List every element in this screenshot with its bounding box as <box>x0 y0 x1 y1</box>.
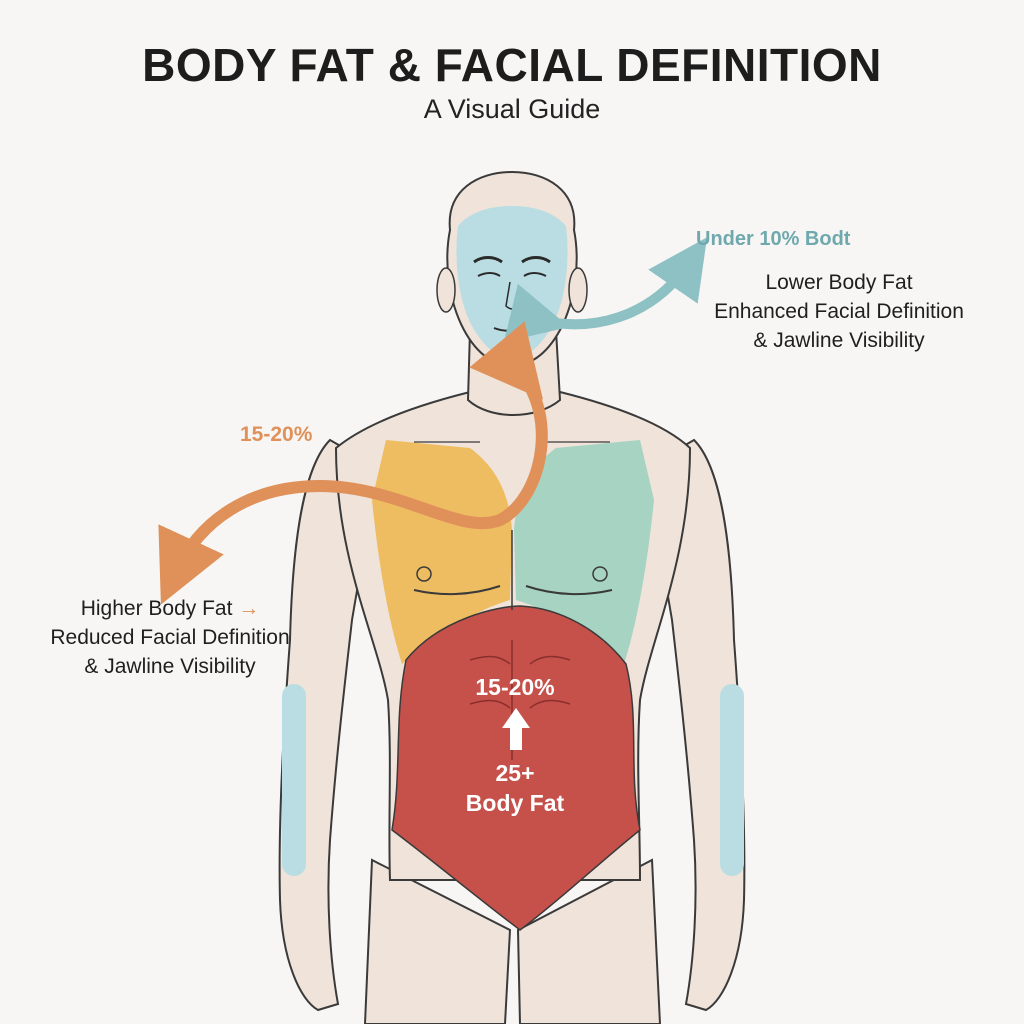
right-arrow-icon: → <box>238 597 260 620</box>
page-subtitle: A Visual Guide <box>423 94 601 124</box>
left-ear <box>436 267 456 313</box>
belly-body-fat-label: 25+ Body Fat <box>465 760 565 816</box>
belly-zone <box>391 605 641 931</box>
left-leg <box>363 858 512 1024</box>
left-forearm-highlight <box>282 684 306 876</box>
under-10-label: Under 10% Bodt <box>696 228 851 250</box>
right-nipple <box>592 566 608 582</box>
teal-arrow <box>503 237 708 343</box>
left-callout-text: Higher Body Fat → Reduced Facial Definit… <box>50 597 290 678</box>
range-15-20-label: 15-20% <box>240 423 313 446</box>
right-ear <box>568 267 588 313</box>
right-leg <box>516 858 662 1024</box>
right-forearm-highlight <box>720 684 744 876</box>
up-arrow-icon <box>502 708 530 750</box>
right-chest-zone <box>514 440 654 664</box>
right-callout-text: Lower Body Fat Enhanced Facial Definitio… <box>714 271 964 352</box>
orange-arrow <box>158 321 548 605</box>
page-title: BODY FAT & FACIAL DEFINITION <box>142 39 882 91</box>
belly-range-label: 15-20% <box>475 674 555 700</box>
